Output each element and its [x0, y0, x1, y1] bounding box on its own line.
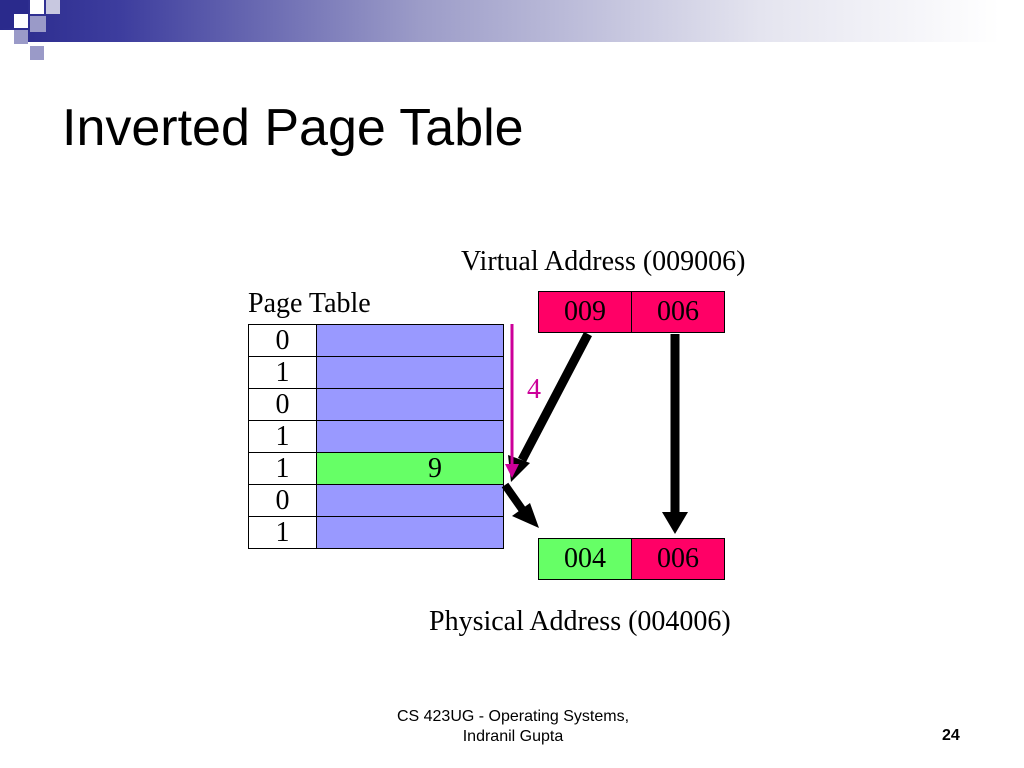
page-table: 0 1 0 1 1 9 0 1 [248, 324, 504, 549]
page-table-row: 0 [248, 388, 504, 421]
header-gradient-bar [0, 0, 1024, 42]
frame-cell [316, 388, 504, 421]
page-table-row: 1 [248, 420, 504, 453]
virtual-address-box: 009 006 [538, 291, 725, 333]
matched-frame-cell: 9 [316, 452, 504, 485]
slide-number: 24 [942, 727, 960, 744]
frame-output-arrow-head [512, 503, 539, 528]
page-lookup-arrow [518, 331, 592, 463]
page-table-row: 0 [248, 484, 504, 517]
frame-cell [316, 516, 504, 549]
index-arrow-label: 4 [527, 374, 541, 405]
valid-bit-cell: 1 [248, 452, 317, 485]
offset-arrow-head [662, 512, 688, 534]
frame-cell [316, 420, 504, 453]
frame-output-arrow [501, 482, 528, 515]
page-title: Inverted Page Table [62, 99, 524, 157]
footer-course: CS 423UG - Operating Systems, [396, 708, 630, 725]
virtual-offset: 006 [631, 291, 725, 333]
valid-bit-cell: 0 [248, 388, 317, 421]
valid-bit-cell: 0 [248, 484, 317, 517]
physical-address-box: 004 006 [538, 538, 725, 580]
page-table-row: 0 [248, 324, 504, 357]
physical-offset: 006 [631, 538, 725, 580]
footer-author: Indranil Gupta [462, 728, 564, 745]
valid-bit-cell: 1 [248, 420, 317, 453]
frame-cell [316, 356, 504, 389]
valid-bit-cell: 1 [248, 516, 317, 549]
page-table-label: Page Table [248, 288, 371, 319]
page-table-row-matched: 1 9 [248, 452, 504, 485]
virtual-address-label: Virtual Address (009006) [461, 246, 746, 277]
footer: CS 423UG - Operating Systems, Indranil G… [388, 707, 638, 747]
physical-address-label: Physical Address (004006) [429, 606, 731, 637]
frame-cell [316, 324, 504, 357]
frame-cell [316, 484, 504, 517]
index-arrow-head [505, 464, 519, 478]
page-table-row: 1 [248, 516, 504, 549]
physical-frame-number: 004 [538, 538, 632, 580]
virtual-page-number: 009 [538, 291, 632, 333]
